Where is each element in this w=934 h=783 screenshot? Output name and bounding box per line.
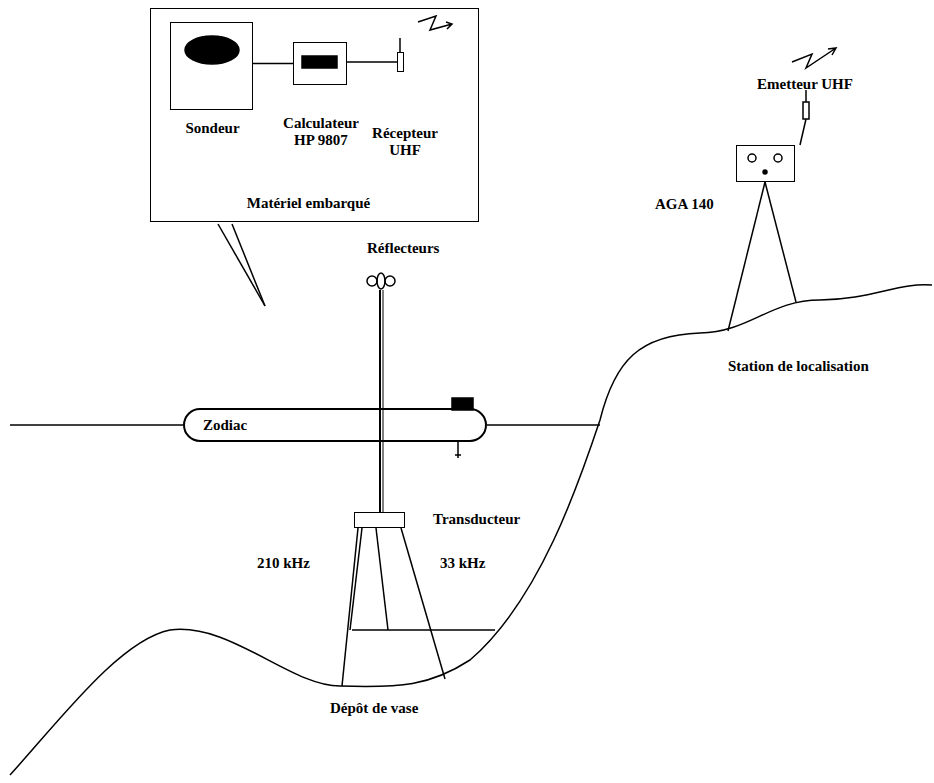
transducer-box: Transducteur bbox=[354, 512, 405, 528]
node-label: Matériel embarqué bbox=[151, 195, 466, 212]
deposit-label: Dépôt de vase bbox=[330, 700, 418, 717]
reflector-symbol bbox=[377, 273, 385, 289]
node-label: Calculateur HP 9807 bbox=[272, 115, 370, 149]
reflector-symbol bbox=[367, 276, 377, 286]
receiver-antenna: Récepteur UHF bbox=[397, 52, 404, 72]
outboard-motor bbox=[455, 442, 461, 458]
radio-bolt bbox=[418, 16, 452, 30]
instrument-dot bbox=[763, 170, 767, 174]
reflector-label: Réflecteurs bbox=[367, 240, 439, 257]
cable-line bbox=[347, 61, 397, 63]
aga-instrument: AGA 140 bbox=[736, 145, 795, 182]
water-line bbox=[487, 424, 600, 426]
station-label: Station de localisation bbox=[728, 358, 869, 375]
cable-line bbox=[253, 63, 293, 65]
instrument-lens bbox=[748, 154, 756, 162]
node-label: Sondeur bbox=[161, 120, 264, 137]
instrument-lens bbox=[774, 154, 782, 162]
antenna-stick bbox=[800, 119, 806, 145]
node-label: Transducteur bbox=[433, 511, 520, 528]
tripod-leg bbox=[765, 182, 796, 302]
antenna-stick bbox=[399, 38, 401, 52]
leader-line bbox=[232, 224, 265, 306]
pole bbox=[379, 290, 381, 512]
pole bbox=[383, 290, 384, 512]
beam-33 bbox=[342, 528, 358, 686]
sounder-box: Sondeur bbox=[170, 22, 253, 110]
tripod-leg bbox=[728, 182, 765, 331]
computer-box: Calculateur HP 9807 bbox=[293, 42, 347, 85]
beam-33 bbox=[401, 528, 445, 679]
computer-display bbox=[302, 56, 337, 68]
seabed-profile bbox=[10, 285, 932, 775]
sounder-display bbox=[185, 36, 239, 64]
zodiac-boat: Zodiac bbox=[183, 408, 487, 442]
leader-line bbox=[218, 224, 265, 306]
node-label: AGA 140 bbox=[655, 196, 714, 213]
frequency-label: 210 kHz bbox=[257, 555, 310, 572]
frequency-label: 33 kHz bbox=[440, 555, 485, 572]
equipment-group: Matériel embarquéSondeurCalculateur HP 9… bbox=[150, 8, 479, 222]
mud-surface bbox=[352, 629, 495, 631]
beam-210 bbox=[376, 528, 388, 630]
reflector-symbol bbox=[385, 276, 395, 286]
node-label: Récepteur UHF bbox=[361, 125, 449, 159]
node-label: Zodiac bbox=[203, 417, 247, 434]
transmitter-antenna bbox=[803, 102, 809, 119]
water-line bbox=[10, 424, 183, 426]
transmitter-label: Emetteur UHF bbox=[757, 76, 853, 93]
radio-bolt bbox=[792, 48, 836, 68]
